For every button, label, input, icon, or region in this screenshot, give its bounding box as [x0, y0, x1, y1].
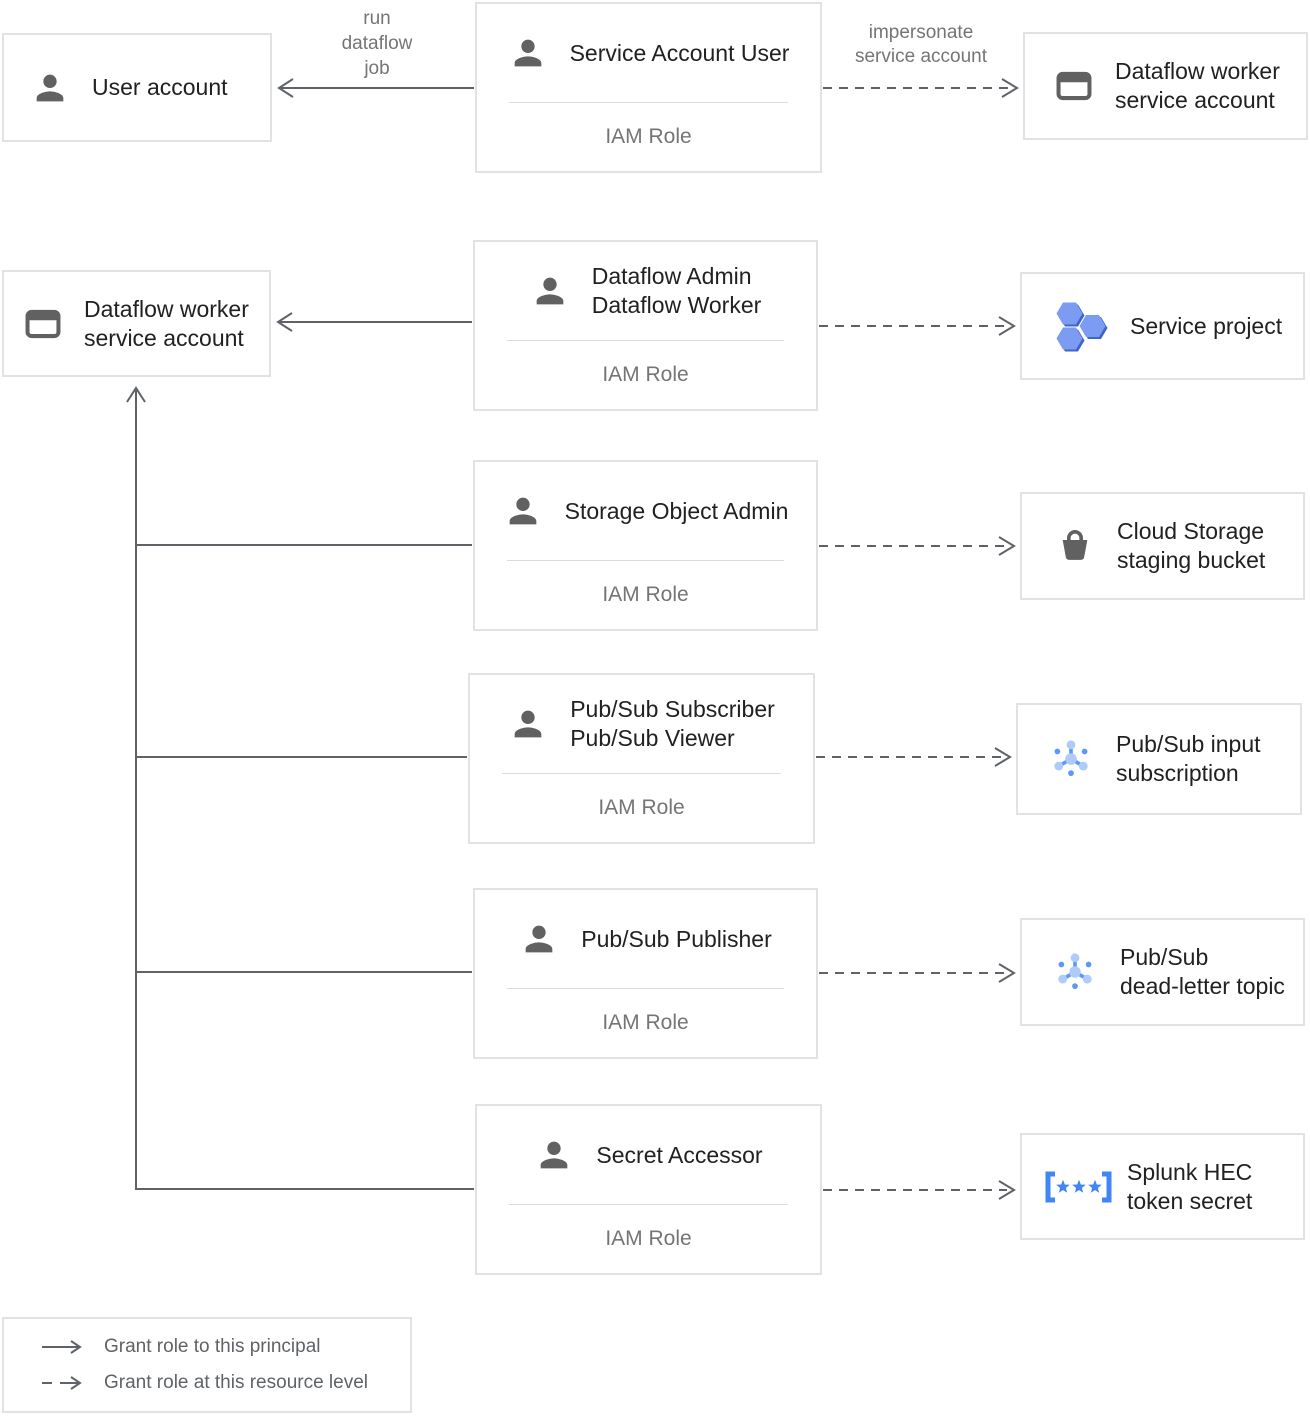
iam-box-header: Pub/Sub Publisher [475, 890, 816, 988]
node-label-line: Splunk HEC [1127, 1158, 1253, 1185]
edge-label-line: impersonate [868, 22, 974, 43]
edge-resource-staging-bucket [819, 536, 1016, 556]
person-icon [508, 704, 548, 744]
legend-item-dashed: Grant role at this resource level [40, 1372, 410, 1394]
divider [507, 340, 784, 341]
node-label: Service project [1130, 312, 1283, 339]
person-icon [30, 68, 70, 108]
node-label-line: service account [1115, 87, 1275, 113]
edge-resource-dead-letter-topic [819, 963, 1016, 983]
edge-label-impersonate: impersonate service account [825, 21, 1017, 69]
iam-box-header: Pub/Sub Subscriber Pub/Sub Viewer [470, 675, 813, 773]
secret-icon [1042, 1169, 1115, 1205]
iam-role-label: IAM Role [598, 796, 685, 819]
edge-label-line: job [364, 58, 390, 79]
divider [507, 560, 784, 561]
node-title: Storage Object Admin [564, 497, 789, 524]
iam-role-label: IAM Role [602, 363, 689, 386]
node-service-project: Service project [1020, 272, 1305, 380]
node-title: Secret Accessor [596, 1141, 763, 1168]
iam-role-label: IAM Role [605, 1227, 692, 1250]
person-icon [530, 271, 570, 311]
node-pubsub-input-subscription: Pub/Sub input subscription [1016, 703, 1302, 815]
service-account-icon [1055, 69, 1093, 103]
iam-role-label: IAM Role [602, 583, 689, 606]
person-icon [508, 33, 548, 73]
node-label-line: subscription [1116, 760, 1239, 786]
node-pubsub-publisher: Pub/Sub Publisher IAM Role [473, 888, 818, 1059]
node-pubsub-subscriber-viewer: Pub/Sub Subscriber Pub/Sub Viewer IAM Ro… [468, 673, 815, 844]
node-title-line: Dataflow Worker [591, 292, 762, 318]
node-user-account: User account [2, 33, 272, 142]
node-label-line: dead-letter topic [1120, 973, 1285, 999]
node-label-line: token secret [1127, 1187, 1253, 1214]
project-icon [1052, 298, 1108, 354]
node-title-line: Dataflow Admin [591, 263, 752, 289]
iam-role-label: IAM Role [602, 1011, 689, 1034]
divider [502, 773, 781, 774]
iam-role-label: IAM Role [605, 125, 692, 148]
node-label-line: Dataflow worker [1115, 58, 1280, 84]
node-title: Service Account User [569, 39, 790, 66]
node-dataflow-admin-worker: Dataflow Admin Dataflow Worker IAM Role [473, 240, 818, 411]
solid-arrow-icon [42, 1340, 82, 1354]
node-pubsub-dead-letter-topic: Pub/Sub dead-letter topic [1020, 918, 1305, 1026]
edge-label-run-dataflow-job: run dataflow job [282, 6, 472, 81]
node-title-line: Pub/Sub Viewer [570, 725, 735, 751]
edge-label-line: service account [854, 46, 987, 67]
legend: Grant role to this principal Grant role … [2, 1317, 412, 1413]
edge-run-dataflow-job [277, 78, 474, 98]
edge-resource-input-subscription [816, 747, 1012, 767]
edge-label-line: dataflow [341, 33, 413, 54]
node-dataflow-worker-sa-left: Dataflow worker service account [2, 270, 271, 377]
pubsub-icon [1052, 949, 1098, 995]
dashed-arrow-icon [42, 1376, 82, 1390]
person-icon [503, 491, 543, 531]
pubsub-icon [1048, 736, 1094, 782]
node-label-line: service account [84, 324, 244, 351]
node-storage-object-admin: Storage Object Admin IAM Role [473, 460, 818, 631]
person-icon [519, 919, 559, 959]
node-label-line: Cloud Storage [1117, 518, 1265, 544]
node-label: User account [92, 74, 228, 100]
node-label-line: Dataflow worker [84, 295, 249, 322]
node-label-line: Pub/Sub [1120, 944, 1209, 970]
divider [509, 102, 788, 103]
legend-label: Grant role at this resource level [104, 1372, 369, 1393]
bucket-icon [1055, 526, 1095, 566]
edge-label-line: run [363, 8, 391, 29]
edge-resource-service-project [819, 316, 1016, 336]
node-cloud-storage-bucket: Cloud Storage staging bucket [1020, 492, 1305, 600]
node-label-line: staging bucket [1117, 547, 1266, 573]
iam-box-header: Service Account User [477, 4, 820, 102]
node-service-account-user: Service Account User IAM Role [475, 2, 822, 173]
node-secret-accessor: Secret Accessor IAM Role [475, 1104, 822, 1275]
edge-grant-dataflow-worker-sa [276, 312, 472, 332]
iam-box-header: Secret Accessor [477, 1106, 820, 1204]
node-label-line: Pub/Sub input [1116, 731, 1261, 757]
node-splunk-hec-token-secret: Splunk HEC token secret [1020, 1133, 1305, 1240]
edge-trunk-grant-to-worker-sa [126, 386, 474, 1190]
legend-item-solid: Grant role to this principal [40, 1336, 410, 1358]
edge-resource-splunk-secret [823, 1180, 1016, 1200]
service-account-icon [24, 307, 62, 341]
node-title: Pub/Sub Publisher [581, 925, 772, 952]
edge-impersonate-service-account [823, 78, 1019, 98]
divider [509, 1204, 788, 1205]
divider [507, 988, 784, 989]
iam-box-header: Storage Object Admin [475, 462, 816, 560]
person-icon [534, 1135, 574, 1175]
node-dataflow-worker-sa-top: Dataflow worker service account [1023, 32, 1308, 140]
node-title-line: Pub/Sub Subscriber [570, 696, 775, 722]
legend-label: Grant role to this principal [104, 1336, 321, 1357]
iam-box-header: Dataflow Admin Dataflow Worker [475, 242, 816, 340]
